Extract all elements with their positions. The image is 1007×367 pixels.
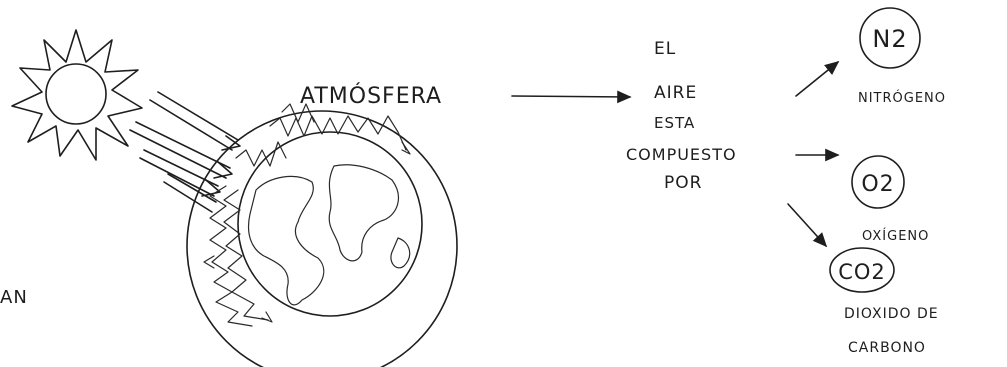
earth-icon bbox=[237, 131, 423, 317]
nitrogen-name: NITRÓGENO bbox=[858, 90, 946, 106]
oxygen-circle bbox=[851, 155, 905, 209]
co2-circle bbox=[829, 247, 895, 293]
oxygen-name: OXÍGENO bbox=[862, 228, 929, 244]
atmosphere-ring bbox=[186, 110, 458, 367]
oxygen-component: O2 OXÍGENO bbox=[851, 155, 929, 244]
air-line-2: AIRE bbox=[654, 83, 697, 103]
co2-name-line1: DIOXIDO DE bbox=[844, 306, 939, 322]
sun-rays bbox=[129, 91, 241, 213]
air-line-3: ESTA bbox=[654, 114, 695, 132]
nitrogen-circle bbox=[859, 7, 921, 69]
arrow-to-air bbox=[511, 90, 632, 104]
co2-formula: CO2 bbox=[838, 260, 886, 284]
arrow-to-co2 bbox=[787, 203, 828, 248]
atmosphere-label: ATMÓSFERA bbox=[300, 83, 442, 109]
co2-component: CO2 DIOXIDO DE CARBONO bbox=[829, 247, 939, 356]
air-composition-heading: EL AIRE ESTA COMPUESTO POR bbox=[626, 39, 737, 193]
partial-text-left: AN bbox=[0, 287, 28, 308]
oxygen-formula: O2 bbox=[861, 172, 894, 197]
nitrogen-formula: N2 bbox=[872, 25, 907, 53]
air-line-4: COMPUESTO bbox=[626, 145, 737, 164]
air-line-5: POR bbox=[664, 173, 702, 193]
arrow-to-nitrogen bbox=[795, 60, 840, 97]
air-line-1: EL bbox=[654, 39, 676, 59]
nitrogen-component: N2 NITRÓGENO bbox=[858, 7, 946, 106]
co2-name-line2: CARBONO bbox=[848, 340, 926, 356]
heat-waves bbox=[203, 103, 411, 327]
sun-icon bbox=[11, 29, 143, 161]
